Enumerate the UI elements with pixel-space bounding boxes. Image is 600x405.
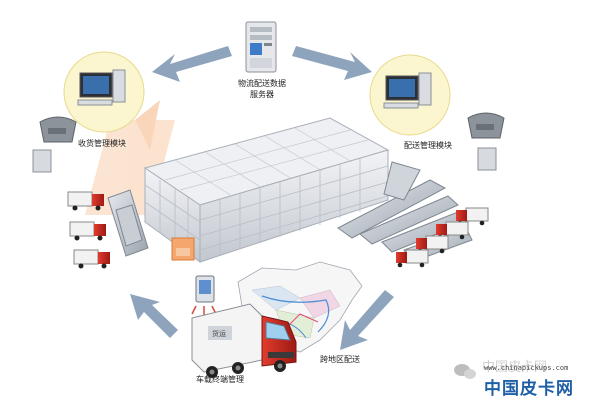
rfid-reader-icon <box>32 116 77 173</box>
truck-icon <box>73 249 110 269</box>
distribution-module <box>369 54 451 136</box>
cross-region-label: 跨地区配送 <box>320 354 360 364</box>
arrow-server-to-distribution <box>292 46 372 80</box>
truck-door-text: 货运 <box>212 329 226 338</box>
inbound-trucks <box>67 191 110 269</box>
watermark-site-name: 中国皮卡网 <box>484 379 574 399</box>
computer-icon <box>383 72 432 109</box>
receiving-module-label: 收货管理模块 <box>78 138 126 148</box>
flow-arrows <box>130 46 394 350</box>
automated-warehouse <box>143 117 390 263</box>
arrow-distribution-to-cross-region <box>340 290 394 350</box>
wechat-icon <box>454 364 476 379</box>
rfid-reader-icon <box>467 112 505 171</box>
truck-icon <box>436 221 469 240</box>
watermark-faint-text: 中国皮卡网 <box>482 360 548 375</box>
delivery-truck: 货运 <box>191 303 297 378</box>
receiving-module <box>63 51 145 133</box>
watermark-url: www.chinapickups.com <box>484 364 569 372</box>
vehicle-terminal-label: 车载终端管理 <box>196 374 244 384</box>
outbound-trucks <box>396 207 489 268</box>
arrow-vehicle-to-receiving <box>130 294 178 338</box>
truck-icon <box>416 235 449 254</box>
computer-icon <box>77 69 126 106</box>
truck-icon <box>396 249 429 268</box>
distribution-module-label: 配送管理模块 <box>404 140 452 150</box>
vehicle-terminal-icon <box>191 275 217 316</box>
server-label-line2: 服务器 <box>250 89 274 99</box>
truck-icon <box>67 191 104 211</box>
inbound-conveyor <box>107 189 149 257</box>
arrow-server-to-receiving <box>152 46 232 82</box>
truck-icon <box>69 221 106 241</box>
server-label-line1: 物流配送数据 <box>238 78 286 88</box>
server-icon <box>245 21 277 73</box>
